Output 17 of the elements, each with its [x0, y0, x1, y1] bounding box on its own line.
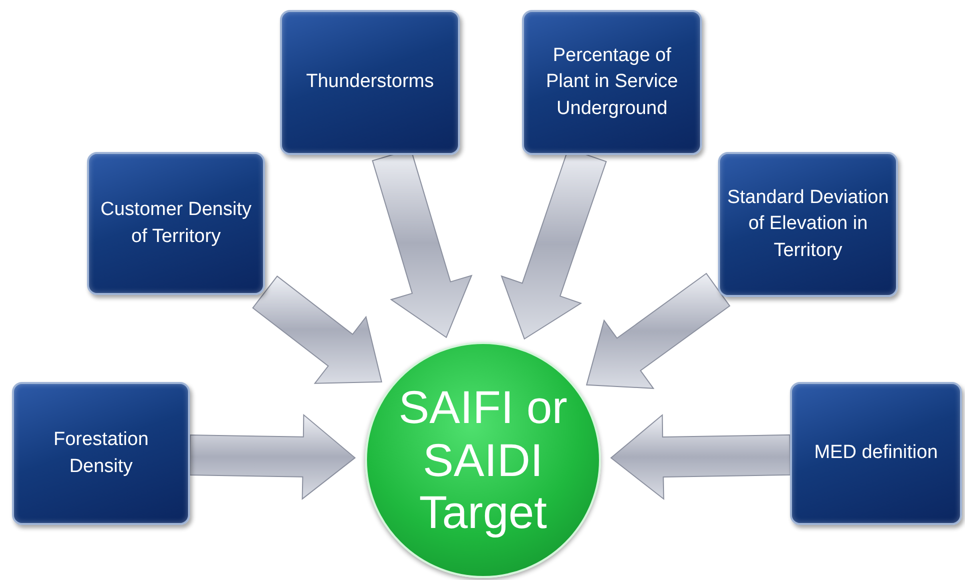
factor-box	[790, 382, 962, 525]
factor-label: Percentage of Plant in Service Underground	[544, 44, 679, 121]
block-arrow	[252, 276, 382, 384]
factor-box	[718, 152, 898, 297]
target-label: SAIFI or SAIDI Target	[398, 380, 568, 540]
factor-label: Standard Deviation of Elevation in Territory	[726, 186, 890, 263]
factor-box	[87, 152, 265, 295]
factor-box	[280, 10, 460, 155]
factor-box	[12, 382, 190, 525]
block-arrow	[586, 272, 730, 389]
factor-label: Thunderstorms	[306, 70, 434, 94]
block-arrow	[610, 414, 791, 500]
factor-label: MED definition	[814, 441, 938, 466]
block-arrow	[189, 414, 356, 500]
factor-box	[522, 10, 702, 155]
factor-label: Customer Density of Territory	[100, 198, 252, 248]
factor-label: Forestation Density	[52, 428, 150, 478]
